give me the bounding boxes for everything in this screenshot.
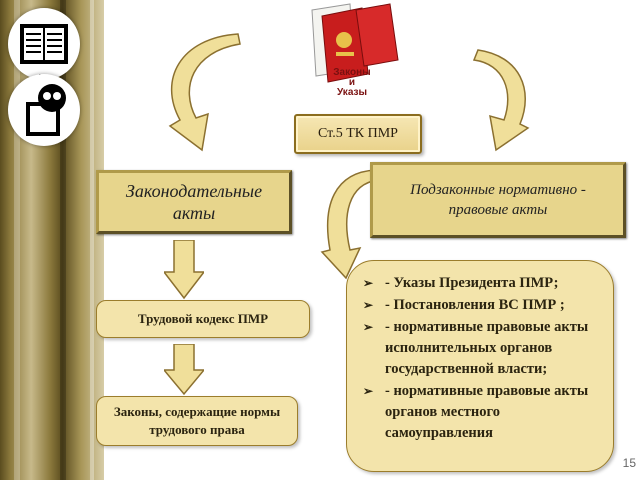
subordinate-acts-header: Подзаконные нормативно - правовые акты <box>370 162 626 238</box>
bullet-arrow-icon: ➢ <box>363 298 374 312</box>
subordinate-acts-label: Подзаконные нормативно - правовые акты <box>410 182 586 218</box>
book-icon <box>8 8 80 80</box>
list-item: ➢ - Указы Президента ПМР; <box>363 273 605 294</box>
labor-laws-label: Законы, содержащие нормы трудового права <box>113 404 281 437</box>
list-item: ➢ - Постановления ВС ПМР ; <box>363 295 605 316</box>
curved-arrow-icon <box>320 169 379 280</box>
subordinate-acts-list-box: ➢ - Указы Президента ПМР; ➢ - Постановлени… <box>346 260 614 472</box>
reader-icon <box>8 74 80 146</box>
list-item: ➢ - нормативные правовые акты органов мес… <box>363 381 605 444</box>
book-label-line: и <box>348 77 356 88</box>
bullet-arrow-icon: ➢ <box>363 320 374 334</box>
bullet-arrow-icon: ➢ <box>363 276 374 290</box>
sidebar-stripe <box>90 0 94 480</box>
labor-code-label: Трудовой кодекс ПМР <box>137 311 269 326</box>
labor-code-box: Трудовой кодекс ПМР <box>96 300 310 338</box>
bullet-arrow-icon: ➢ <box>363 384 374 398</box>
curved-arrow-icon <box>168 33 241 152</box>
article-box: Ст.5 ТК ПМР <box>294 114 422 154</box>
book-label-line: Законы <box>333 67 371 78</box>
list-item-label: - Постановления ВС ПМР ; <box>385 297 565 313</box>
list-item-label: - нормативные правовые акты органов мест… <box>385 383 589 441</box>
down-arrow-icon <box>164 344 204 396</box>
down-arrow-icon <box>164 240 204 300</box>
labor-laws-box: Законы, содержащие нормы трудового права <box>96 396 298 446</box>
list-item-label: - Указы Президента ПМР; <box>385 275 559 291</box>
list-item: ➢ - нормативные правовые акты исполнитель… <box>363 317 605 380</box>
book-label: Законы и Указы <box>326 68 378 98</box>
list-item-label: - нормативные правовые акты исполнительн… <box>385 319 589 377</box>
book-label-line: Указы <box>336 87 368 98</box>
sidebar-stripe <box>60 0 66 480</box>
article-label: Ст.5 ТК ПМР <box>318 126 398 141</box>
laws-book-image <box>300 0 404 104</box>
sidebar-stripe <box>14 0 20 480</box>
curved-arrow-icon <box>472 49 530 152</box>
page-number: 15 <box>622 456 636 470</box>
legislative-acts-label: Законодательные акты <box>125 181 263 223</box>
legislative-acts-header: Законодательные акты <box>96 170 292 234</box>
subordinate-acts-list: ➢ - Указы Президента ПМР; ➢ - Постановлени… <box>347 261 613 444</box>
